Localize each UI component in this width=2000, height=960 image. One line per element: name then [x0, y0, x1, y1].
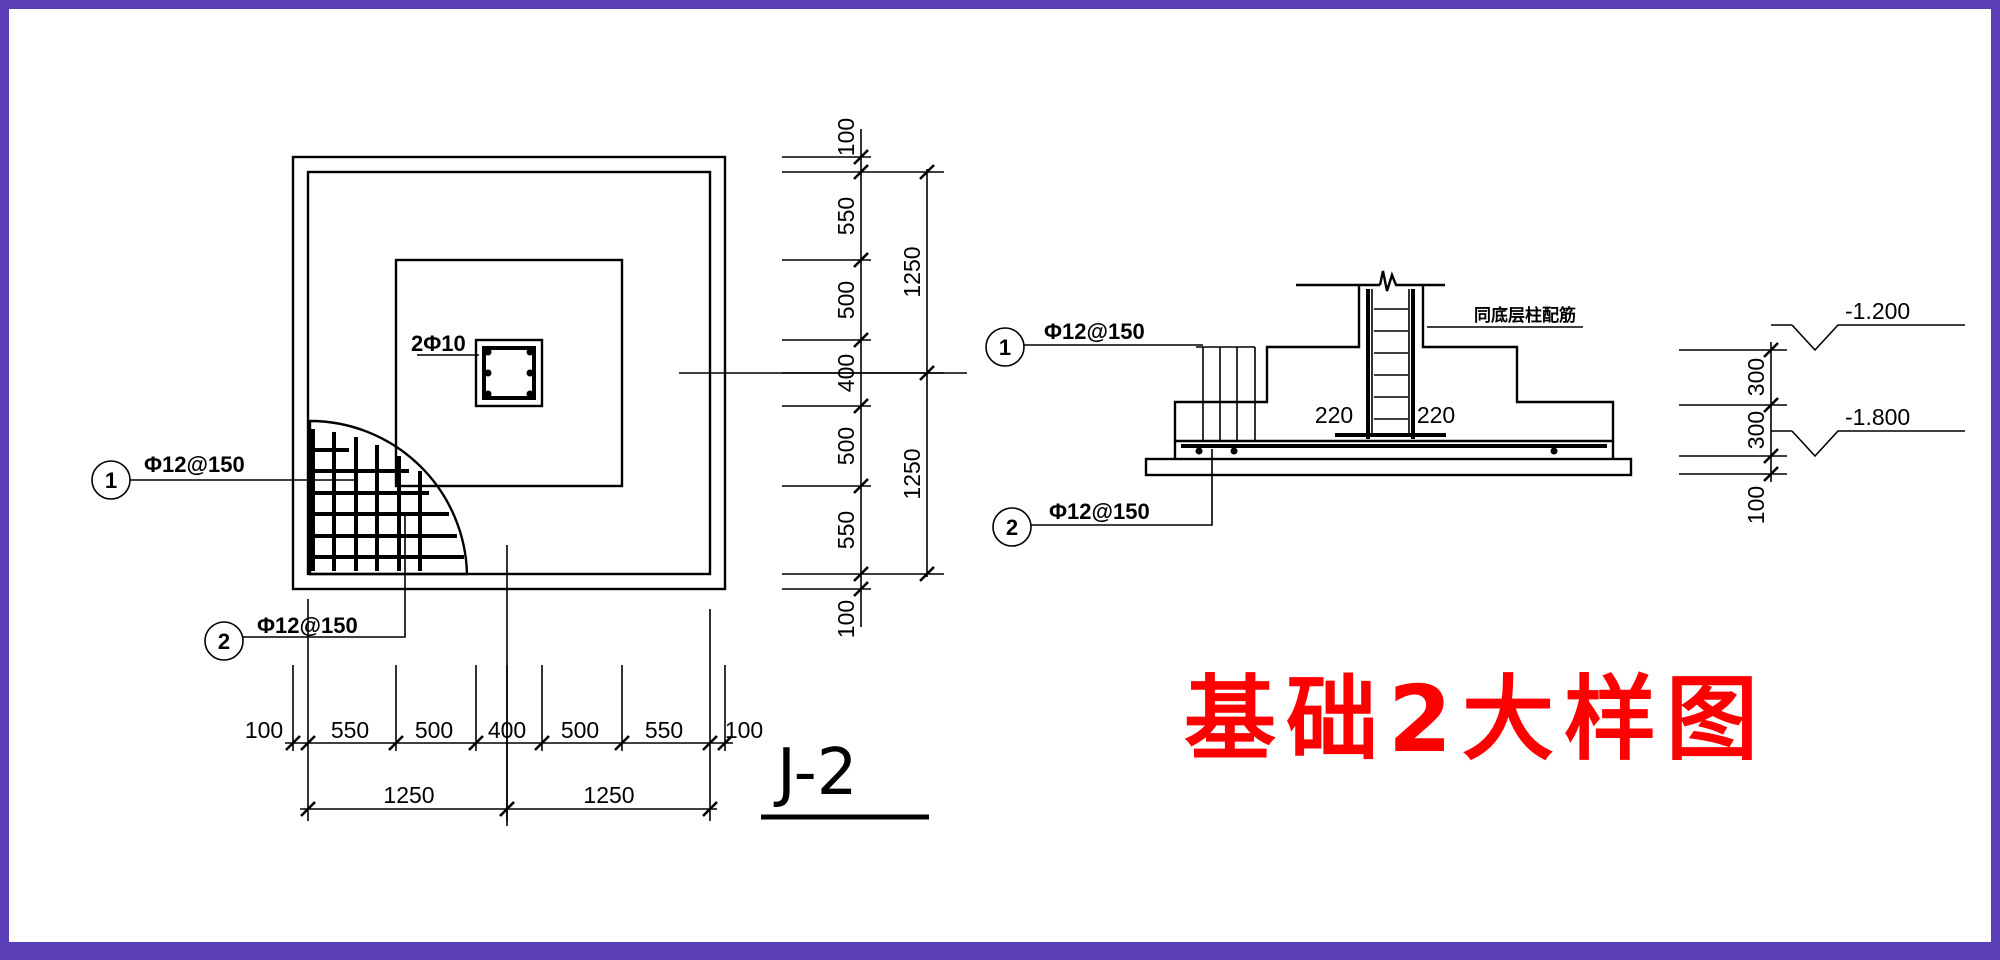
dim-v-6: 550: [833, 511, 859, 549]
elevation-dim-2: 300: [1743, 411, 1769, 449]
dim-v-total-1: 1250: [899, 246, 925, 297]
elevation-level-1: -1.200: [1845, 298, 1910, 324]
column-rebar-label: 2Φ10: [411, 331, 466, 356]
dim-v-7: 100: [833, 600, 859, 638]
section-callout-1: 1 Φ12@150: [985, 319, 1203, 367]
foundation-plan: 2Φ10 1 Φ12@150 2: [91, 118, 967, 826]
elevation-dim-1: 300: [1743, 358, 1769, 396]
section-outline: [1173, 285, 1615, 443]
dim-v-2: 550: [833, 197, 859, 235]
marker-1-label: 1: [105, 468, 117, 493]
section-rebar-1-label: Φ12@150: [1044, 319, 1145, 344]
cushion-layer: [1144, 457, 1633, 477]
plan-rebar-1-label: Φ12@150: [144, 452, 245, 477]
dim-h-5: 500: [561, 717, 599, 743]
column-bars: [1335, 289, 1446, 439]
dim-h-7: 100: [725, 717, 763, 743]
dim-h-total-2: 1250: [583, 782, 634, 808]
foundation-section: 220 220 同底层柱配筋 1 Φ12@150 2 Φ12@150: [985, 270, 1633, 547]
drawing-title: 基础2大样图: [1184, 666, 1768, 773]
section-marker-1: 1: [999, 335, 1011, 360]
dim-h-6: 550: [645, 717, 683, 743]
elevation-dim-3: 100: [1743, 486, 1769, 524]
dim-h-2: 550: [331, 717, 369, 743]
marker-2-label: 2: [218, 629, 230, 654]
rebar-mesh-cutaway: [308, 419, 469, 576]
plan-callout-1: 1 Φ12@150: [91, 452, 354, 500]
dim-v-4: 400: [833, 354, 859, 392]
section-dim-right: 220: [1417, 402, 1455, 428]
column-note: 同底层柱配筋: [1474, 305, 1576, 326]
dim-h-4: 400: [488, 717, 526, 743]
section-marker-2: 2: [1006, 515, 1018, 540]
dim-v-1: 100: [833, 118, 859, 156]
section-dim-left: 220: [1315, 402, 1353, 428]
elevation-level-2: -1.800: [1845, 404, 1910, 430]
dim-h-total-1: 1250: [383, 782, 434, 808]
section-rebar-2-label: Φ12@150: [1049, 499, 1150, 524]
column-stirrup: [482, 346, 536, 400]
section-callout-2: 2 Φ12@150: [992, 449, 1213, 547]
dim-h-1: 100: [245, 717, 283, 743]
dim-v-total-2: 1250: [899, 448, 925, 499]
dim-v-5: 500: [833, 427, 859, 465]
cad-drawing: 2Φ10 1 Φ12@150 2: [91, 118, 1965, 826]
foundation-tag: J-2: [773, 736, 857, 810]
dim-h-3: 500: [415, 717, 453, 743]
horizontal-dimensions: 100 550 500 400 500 550 100 1250 1250: [245, 599, 763, 821]
dim-v-3: 500: [833, 281, 859, 319]
pedestal-step: [394, 258, 624, 488]
vertical-dimensions: 100 550 500 400 500 550 100 1250 1250: [782, 118, 944, 638]
elevation-marks: -1.200 -1.800 300 300 100: [1679, 298, 1965, 524]
column-outline: [474, 338, 544, 408]
